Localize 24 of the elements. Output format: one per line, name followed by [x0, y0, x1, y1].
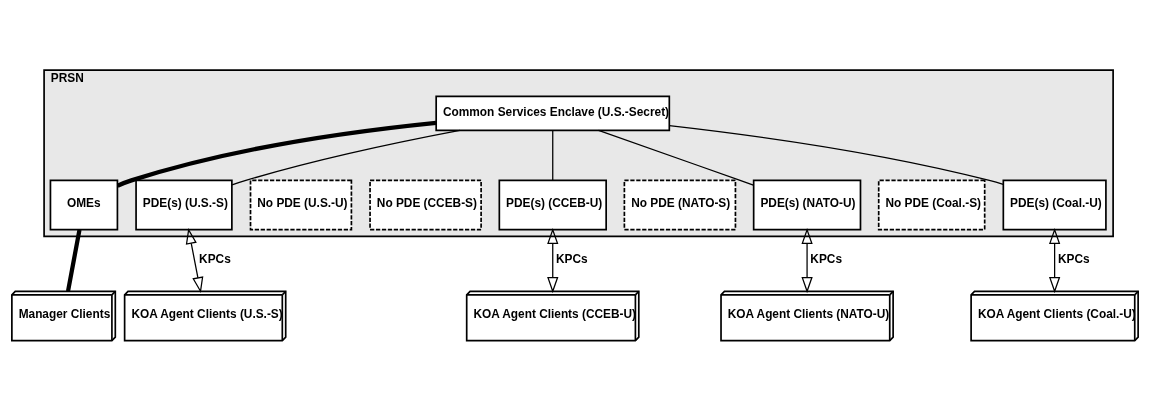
edge-label: KPCs	[556, 251, 588, 266]
connector	[116, 120, 437, 188]
node-box: PDE(s) (NATO-U)	[752, 179, 862, 231]
edge-label: KPCs	[199, 251, 231, 266]
node-box: No PDE (U.S.-U)	[249, 179, 353, 231]
node-box: No PDE (CCEB-S)	[369, 179, 482, 231]
connector	[552, 130, 554, 181]
arrow	[547, 227, 559, 294]
node-box: PDE(s) (CCEB-U)	[498, 179, 607, 231]
connector	[597, 129, 754, 186]
node-box: No PDE (Coal.-S)	[877, 179, 986, 231]
node-box: PDE(s) (Coal.-U)	[1002, 179, 1107, 231]
connector	[231, 129, 461, 186]
node-box: Common Services Enclave (U.S.-Secret)	[435, 95, 671, 132]
edge-label: KPCs	[1057, 251, 1090, 266]
connector	[668, 124, 1004, 185]
connector	[65, 229, 82, 292]
arrow	[1048, 227, 1061, 294]
edge-label: KPCs	[810, 251, 843, 266]
arrow	[801, 227, 813, 294]
node-box: OMEs	[49, 179, 119, 231]
node-box: PDE(s) (U.S.-S)	[135, 179, 233, 231]
node-box: No PDE (NATO-S)	[623, 179, 737, 231]
arrow	[185, 227, 204, 294]
